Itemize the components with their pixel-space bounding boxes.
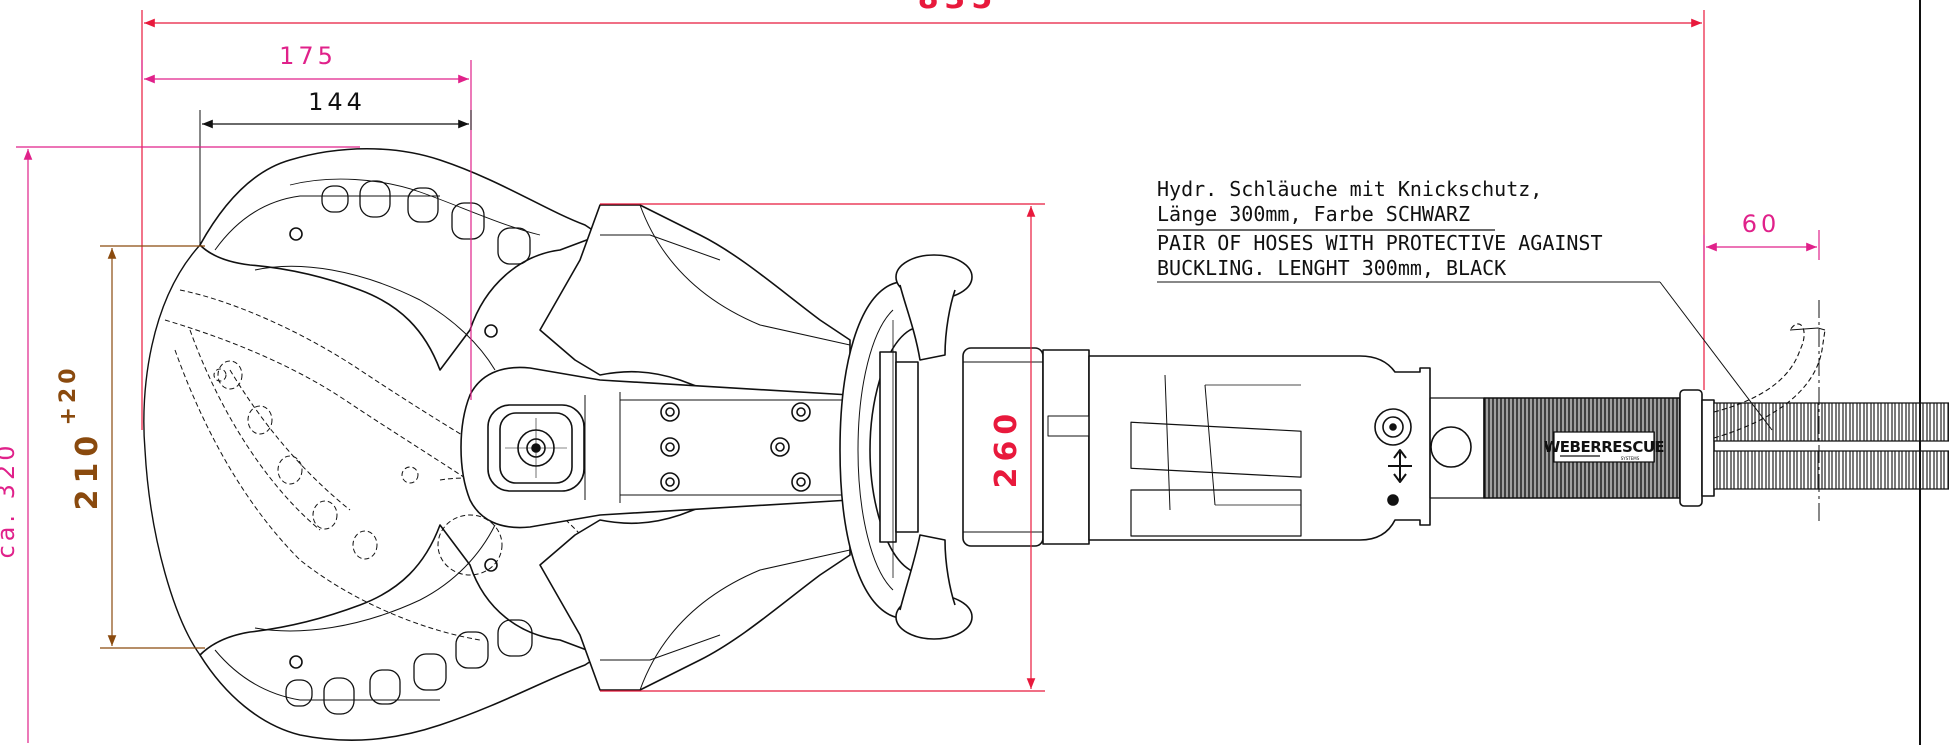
coupling-knob [1430, 426, 1472, 468]
weber-logo-badge [1553, 431, 1655, 463]
cutter-tool: WEBERRESCUE SYSTEMS [143, 148, 1949, 741]
hydraulic-hoses [1713, 402, 1949, 490]
grip-panel-lower [1130, 489, 1302, 537]
dimension-hose-offset: 60 [1703, 210, 1820, 525]
note-line-2: Länge 300mm, Farbe SCHWARZ [1157, 202, 1470, 226]
plate-bolts [660, 402, 811, 492]
dim-inner-width-label: 144 [308, 88, 366, 116]
dim-blade-width-label: 175 [279, 42, 337, 70]
hose-note: Hydr. Schläuche mit Knickschutz, Länge 3… [1157, 177, 1773, 431]
note-line-3: PAIR OF HOSES WITH PROTECTIVE AGAINST [1157, 231, 1603, 255]
grip-panel-upper [1130, 421, 1302, 478]
dim-cutting-opening-tolerance: +20 [56, 364, 81, 425]
dimension-body-height: 260 [600, 203, 1045, 692]
note-line-1: Hydr. Schläuche mit Knickschutz, [1157, 177, 1542, 201]
dimension-overall-length: 835 [141, 0, 1705, 430]
opening-arc [143, 244, 201, 656]
dim-overall-length-label: 835 [918, 0, 999, 16]
upper-blade [199, 148, 601, 371]
weber-logo-subtext: SYSTEMS [1621, 456, 1640, 461]
dim-opening-height-label: ca. 320 [0, 442, 20, 559]
dimension-opening-height: ca. 320 [0, 146, 360, 743]
dim-cutting-opening-label: 210 [70, 430, 105, 511]
dim-body-height-label: 260 [989, 408, 1024, 489]
hose-bend-hidden [1713, 323, 1826, 439]
dimension-blade-width: 175 [141, 42, 472, 400]
lower-blade-slots [285, 619, 533, 715]
upper-blade-slots [321, 180, 531, 265]
dimension-cutting-opening: 210 +20 [56, 245, 205, 649]
note-line-4: BUCKLING. LENGHT 300mm, BLACK [1157, 256, 1506, 280]
direction-arrow-icon [1388, 449, 1412, 483]
dim-hose-offset-label: 60 [1742, 210, 1781, 238]
carry-handle [839, 254, 973, 640]
weber-logo-text: WEBERRESCUE [1544, 438, 1665, 456]
dimensions: 835 175 144 ca. 320 210 +20 [0, 0, 1820, 743]
lower-blade [199, 524, 601, 741]
dimension-inner-width: 144 [199, 88, 472, 245]
hose-fitting [1679, 389, 1703, 507]
note-leader-arrow [1659, 281, 1773, 431]
